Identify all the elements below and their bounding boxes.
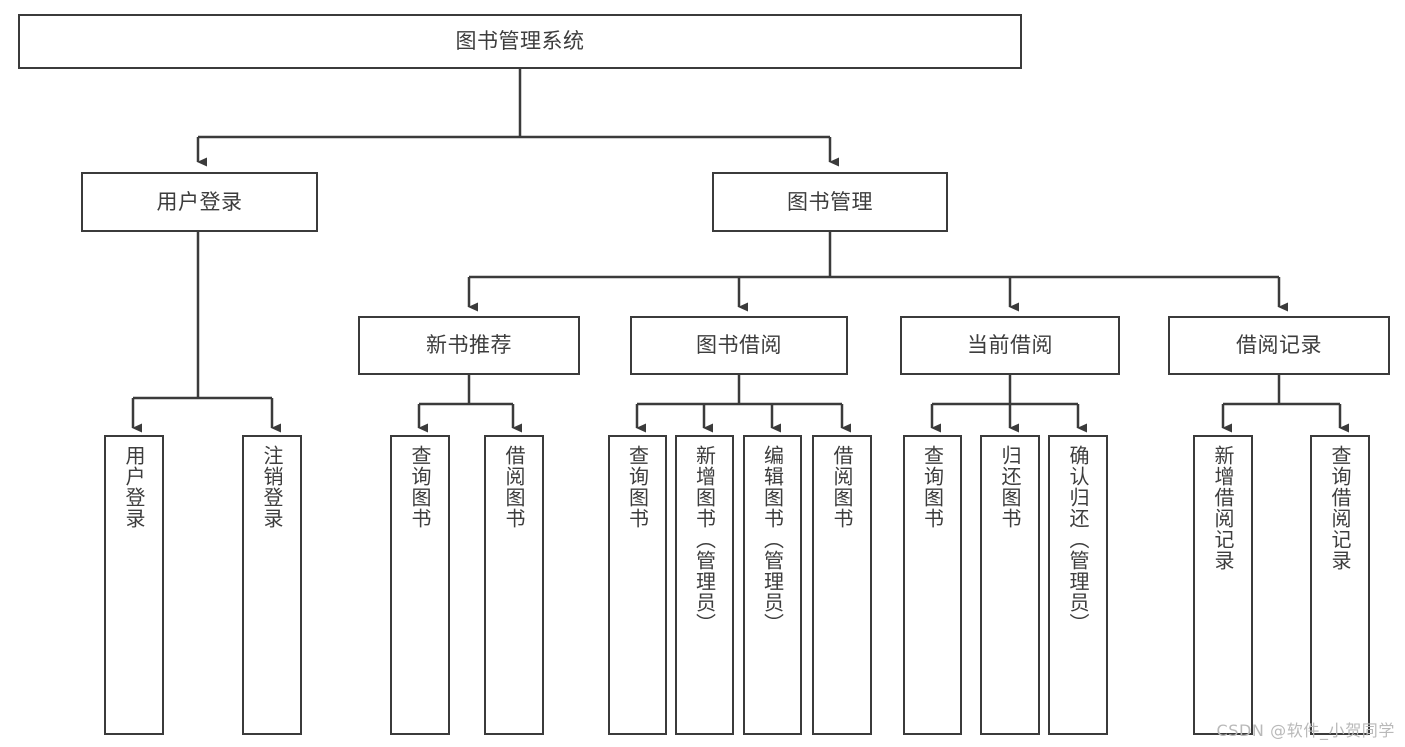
node-leaf-add-book[interactable]: 新增图书（管理员）: [675, 435, 734, 735]
node-leaf-query-record[interactable]: 查询借阅记录: [1310, 435, 1370, 735]
node-label-leaf-add-book: 新增图书（管理员）: [692, 445, 717, 634]
node-label-leaf-query-record: 查询借阅记录: [1328, 445, 1352, 571]
node-user-login[interactable]: 用户登录: [81, 172, 318, 232]
node-book-management[interactable]: 图书管理: [712, 172, 948, 232]
node-leaf-borrow-book-1[interactable]: 借阅图书: [484, 435, 544, 735]
node-leaf-edit-book[interactable]: 编辑图书（管理员）: [743, 435, 802, 735]
node-label-leaf-edit-book: 编辑图书（管理员）: [760, 445, 785, 634]
node-label-current-borrow: 当前借阅: [967, 333, 1053, 358]
node-label-new-book-recommend: 新书推荐: [426, 333, 512, 358]
node-label-leaf-query-book-1: 查询图书: [408, 445, 432, 529]
node-root-system[interactable]: 图书管理系统: [18, 14, 1022, 69]
node-label-leaf-borrow-book-1: 借阅图书: [502, 445, 526, 529]
node-leaf-user-login[interactable]: 用户登录: [104, 435, 164, 735]
node-leaf-return-book[interactable]: 归还图书: [980, 435, 1040, 735]
node-label-leaf-return-book: 归还图书: [998, 445, 1022, 529]
node-leaf-query-book-2[interactable]: 查询图书: [608, 435, 667, 735]
node-label-leaf-confirm-return: 确认归还（管理员）: [1066, 445, 1090, 634]
node-label-leaf-add-record: 新增借阅记录: [1211, 445, 1235, 571]
node-label-borrow-record: 借阅记录: [1236, 333, 1322, 358]
node-label-leaf-query-book-2: 查询图书: [625, 445, 650, 529]
node-label-book-management: 图书管理: [787, 189, 873, 214]
node-leaf-confirm-return[interactable]: 确认归还（管理员）: [1048, 435, 1108, 735]
node-leaf-add-record[interactable]: 新增借阅记录: [1193, 435, 1253, 735]
node-current-borrow[interactable]: 当前借阅: [900, 316, 1120, 375]
node-leaf-query-book-3[interactable]: 查询图书: [903, 435, 962, 735]
node-label-leaf-borrow-book-2: 借阅图书: [830, 445, 854, 529]
node-book-borrow[interactable]: 图书借阅: [630, 316, 848, 375]
node-leaf-borrow-book-2[interactable]: 借阅图书: [812, 435, 872, 735]
node-leaf-query-book-1[interactable]: 查询图书: [390, 435, 450, 735]
node-label-leaf-logout: 注销登录: [260, 445, 284, 529]
node-new-book-recommend[interactable]: 新书推荐: [358, 316, 580, 375]
node-label-leaf-query-book-3: 查询图书: [920, 445, 945, 529]
csdn-watermark: CSDN @软件_小贺同学: [1216, 721, 1395, 740]
node-label-user-login: 用户登录: [156, 189, 243, 214]
node-label-leaf-user-login: 用户登录: [122, 445, 146, 529]
node-leaf-logout[interactable]: 注销登录: [242, 435, 302, 735]
node-label-book-borrow: 图书借阅: [696, 333, 782, 358]
node-label-root-system: 图书管理系统: [455, 29, 585, 54]
node-borrow-record[interactable]: 借阅记录: [1168, 316, 1390, 375]
